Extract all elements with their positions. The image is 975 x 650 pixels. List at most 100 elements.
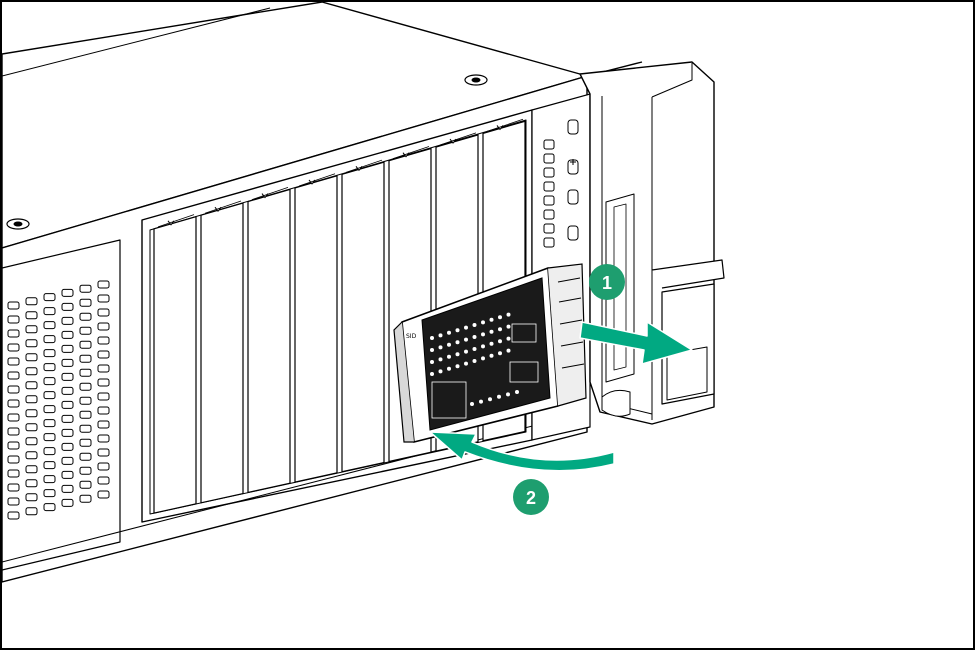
vent-hole [61, 316, 74, 325]
step-1-badge: 1 [589, 264, 625, 300]
vent-hole [61, 344, 74, 353]
vent-hole [61, 400, 74, 409]
vent-hole [7, 371, 20, 380]
vent-hole [7, 301, 20, 310]
arrow-right-icon [579, 321, 693, 365]
vent-hole [61, 442, 74, 451]
vent-hole [97, 462, 110, 471]
vent-hole [7, 483, 20, 492]
vent-hole [97, 294, 110, 303]
vent-hole [79, 396, 92, 405]
vent-hole [97, 350, 110, 359]
vent-hole [43, 475, 56, 484]
vent-hole [79, 424, 92, 433]
vent-hole [97, 322, 110, 331]
curved-arrow-left-icon [429, 431, 615, 472]
vent-hole [43, 405, 56, 414]
vent-hole [97, 434, 110, 443]
vent-hole [97, 476, 110, 485]
vent-hole [7, 315, 20, 324]
vent-hole [43, 335, 56, 344]
vent-hole [61, 484, 74, 493]
vent-hole [25, 297, 38, 306]
vent-grille [7, 280, 110, 520]
drive-bay-blank[interactable] [247, 188, 291, 494]
vent-hole [7, 385, 20, 394]
vent-hole [97, 308, 110, 317]
vent-hole [79, 410, 92, 419]
vent-hole [43, 377, 56, 386]
vent-hole [43, 293, 56, 302]
vent-hole [25, 423, 38, 432]
vent-hole [25, 437, 38, 446]
vent-hole [97, 392, 110, 401]
vent-hole [79, 466, 92, 475]
vent-hole [25, 339, 38, 348]
vent-hole [7, 469, 20, 478]
vent-hole [7, 455, 20, 464]
vent-hole [97, 490, 110, 499]
vent-hole [97, 364, 110, 373]
drive-bay-blank[interactable] [341, 161, 385, 473]
vent-hole [25, 395, 38, 404]
vent-hole [7, 399, 20, 408]
screw-icon [464, 74, 488, 86]
vent-hole [79, 452, 92, 461]
vent-hole [7, 357, 20, 366]
vent-hole [61, 372, 74, 381]
vent-hole [43, 461, 56, 470]
nic-led-icon [567, 225, 579, 241]
vent-hole [61, 288, 74, 297]
power-button-icon [567, 119, 579, 135]
vent-hole [25, 409, 38, 418]
vent-hole [7, 497, 20, 506]
vent-hole [7, 343, 20, 352]
vent-hole [61, 386, 74, 395]
vent-hole [25, 311, 38, 320]
vent-hole [79, 326, 92, 335]
screw-icon [6, 218, 30, 230]
step-2-number: 2 [526, 488, 536, 508]
vent-hole [97, 420, 110, 429]
vent-hole [7, 511, 20, 520]
step-2-badge: 2 [513, 479, 549, 515]
drive-bay-blank[interactable] [294, 174, 338, 483]
vent-hole [43, 349, 56, 358]
vent-hole [43, 419, 56, 428]
vent-hole [61, 470, 74, 479]
vent-hole [43, 503, 56, 512]
vent-hole [43, 363, 56, 372]
vent-hole [7, 329, 20, 338]
sid-led-grid [430, 312, 539, 419]
vent-hole [61, 302, 74, 311]
drive-bay-blank[interactable] [153, 215, 197, 514]
vent-hole [79, 340, 92, 349]
vent-hole [43, 321, 56, 330]
vent-hole [97, 280, 110, 289]
vent-hole [7, 441, 20, 450]
vent-hole [79, 382, 92, 391]
vent-hole [97, 336, 110, 345]
vent-hole [79, 354, 92, 363]
rack-ear-handle [579, 61, 725, 425]
systems-insight-display[interactable]: SID [393, 263, 587, 443]
vent-hole [43, 307, 56, 316]
vent-hole [97, 448, 110, 457]
vent-hole [79, 312, 92, 321]
drive-bay-blank[interactable] [200, 202, 244, 504]
vent-hole [79, 480, 92, 489]
vent-hole [7, 413, 20, 422]
vent-hole [43, 433, 56, 442]
vent-hole [25, 367, 38, 376]
sid-label: SID [406, 333, 417, 340]
vent-hole [25, 479, 38, 488]
vent-hole [61, 498, 74, 507]
vent-hole [79, 494, 92, 503]
vent-hole [97, 406, 110, 415]
vent-hole [25, 353, 38, 362]
health-led-icon [567, 189, 579, 205]
vent-hole [61, 456, 74, 465]
vent-hole [79, 368, 92, 377]
step-1-number: 1 [602, 273, 612, 293]
